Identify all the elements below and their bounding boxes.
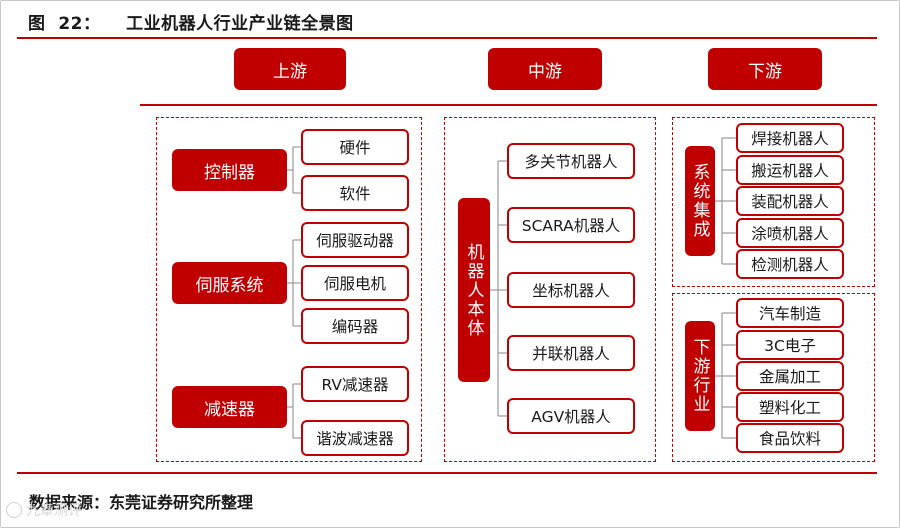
category-system-integration: 系统集成 xyxy=(685,146,715,256)
leaf-articulated-robot: 多关节机器人 xyxy=(507,143,635,179)
figure-title: 图 22： 工业机器人行业产业链全景图 xyxy=(28,14,354,34)
leaf-welding-robot: 焊接机器人 xyxy=(736,123,844,153)
leaf-agv-robot: AGV机器人 xyxy=(507,398,635,434)
title-rule xyxy=(17,37,877,39)
header-midstream: 中游 xyxy=(488,48,602,90)
leaf-encoder: 编码器 xyxy=(301,308,409,344)
leaf-inspection-robot: 检测机器人 xyxy=(736,249,844,279)
category-controller: 控制器 xyxy=(172,149,287,191)
leaf-harmonic-reducer: 谐波减速器 xyxy=(301,420,409,456)
category-downstream-industries: 下游行业 xyxy=(685,321,715,431)
header-rule xyxy=(140,104,877,106)
leaf-servo-driver: 伺服驱动器 xyxy=(301,222,409,258)
leaf-3c-electronics: 3C电子 xyxy=(736,330,844,360)
leaf-food-beverage: 食品饮料 xyxy=(736,423,844,453)
midstream-box xyxy=(444,117,656,462)
leaf-spraying-robot: 涂喷机器人 xyxy=(736,218,844,248)
leaf-scara-robot: SCARA机器人 xyxy=(507,207,635,243)
leaf-handling-robot: 搬运机器人 xyxy=(736,155,844,185)
header-downstream: 下游 xyxy=(708,48,822,90)
leaf-rv-reducer: RV减速器 xyxy=(301,366,409,402)
leaf-hardware: 硬件 xyxy=(301,129,409,165)
category-reducer: 减速器 xyxy=(172,386,287,428)
source-note: 数据来源：东莞证券研究所整理 xyxy=(29,493,254,512)
header-upstream: 上游 xyxy=(234,48,346,90)
leaf-metal-processing: 金属加工 xyxy=(736,361,844,391)
leaf-automotive: 汽车制造 xyxy=(736,298,844,328)
bottom-rule xyxy=(17,472,877,474)
category-robot-body: 机器人本体 xyxy=(458,198,490,382)
upstream-box xyxy=(156,117,422,462)
leaf-plastics-chemicals: 塑料化工 xyxy=(736,392,844,422)
watermark-text: 九章测评 xyxy=(26,503,82,519)
leaf-assembly-robot: 装配机器人 xyxy=(736,186,844,216)
leaf-cartesian-robot: 坐标机器人 xyxy=(507,272,635,308)
leaf-parallel-robot: 并联机器人 xyxy=(507,335,635,371)
leaf-servo-motor: 伺服电机 xyxy=(301,265,409,301)
system-integration-box xyxy=(672,117,875,287)
industries-box xyxy=(672,293,875,462)
category-servo-system: 伺服系统 xyxy=(172,262,287,304)
watermark-icon xyxy=(6,502,22,518)
leaf-software: 软件 xyxy=(301,175,409,211)
